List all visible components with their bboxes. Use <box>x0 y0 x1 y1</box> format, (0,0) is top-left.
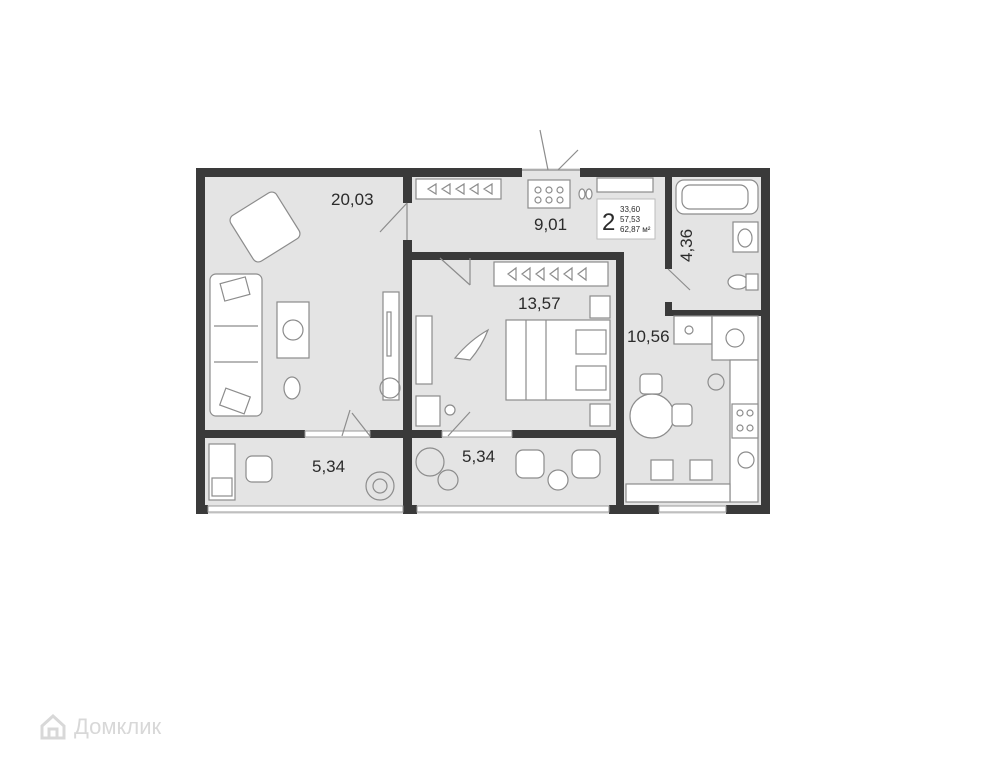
house-logo-icon <box>40 713 66 740</box>
balcony-right-furniture <box>415 447 601 491</box>
kitchen-furniture <box>625 315 759 503</box>
lamp-icon <box>444 404 456 416</box>
toilet-icon <box>727 274 749 290</box>
plant-icon <box>365 471 395 501</box>
round-table-icon <box>547 469 569 491</box>
bathroom-fixtures <box>675 179 759 291</box>
chair-icon <box>639 373 663 395</box>
table-icon <box>415 395 441 427</box>
area-badge: 2 33,60 57,53 62,87 м² <box>596 198 656 240</box>
plant-icon <box>415 447 445 477</box>
coffee-table-icon <box>276 301 310 359</box>
watermark-text: Домклик <box>74 714 162 739</box>
slippers-icon <box>578 188 586 200</box>
bedroom-furniture <box>415 261 611 427</box>
balcony-right-area: 5,34 <box>462 447 495 466</box>
flower-icon <box>282 319 304 341</box>
hall-area: 9,01 <box>534 215 567 234</box>
bathroom-area: 4,36 <box>677 229 696 262</box>
plant-icon <box>707 373 725 391</box>
bench-icon <box>625 483 731 503</box>
chair-icon <box>515 449 545 479</box>
walls <box>196 168 770 514</box>
bedroom-area: 13,57 <box>518 294 561 313</box>
room-area-labels: 20,03 9,01 13,57 10,56 4,36 5,34 5,34 <box>312 190 696 476</box>
desk-icon <box>415 315 433 385</box>
armchair-icon <box>229 191 301 263</box>
dining-table-icon <box>629 393 675 439</box>
total-area-value: 57,53 <box>620 215 641 224</box>
stove-icon <box>731 403 759 439</box>
living-room-furniture <box>209 191 401 417</box>
balcony-left-furniture <box>208 443 395 501</box>
rug-icon <box>527 179 571 209</box>
windows <box>207 430 727 513</box>
bathtub-icon <box>675 179 759 215</box>
living-area-value: 33,60 <box>620 205 641 214</box>
doors <box>341 129 691 437</box>
cabinet-icon <box>673 315 713 345</box>
living-room-area: 20,03 <box>331 190 374 209</box>
kitchen-area: 10,56 <box>627 327 670 346</box>
nightstand-icon <box>589 295 611 319</box>
balcony-left-area: 5,34 <box>312 457 345 476</box>
laptop-icon <box>211 477 233 497</box>
sofa-icon <box>209 273 263 417</box>
vase-icon <box>283 376 301 400</box>
pillow-icon <box>575 329 607 355</box>
watermark: Домклик <box>38 712 161 742</box>
chair-icon <box>245 455 273 483</box>
hall-furniture <box>415 177 654 209</box>
shoe-rack-icon <box>596 177 654 193</box>
toy-icon <box>453 328 490 361</box>
pillow-icon <box>219 276 251 302</box>
kitchen-sink-icon <box>711 315 759 361</box>
area-with-balconies-value: 62,87 м² <box>620 225 651 234</box>
plant-icon <box>379 377 401 399</box>
wardrobe-icon <box>415 178 502 200</box>
rooms-count: 2 <box>602 209 615 236</box>
